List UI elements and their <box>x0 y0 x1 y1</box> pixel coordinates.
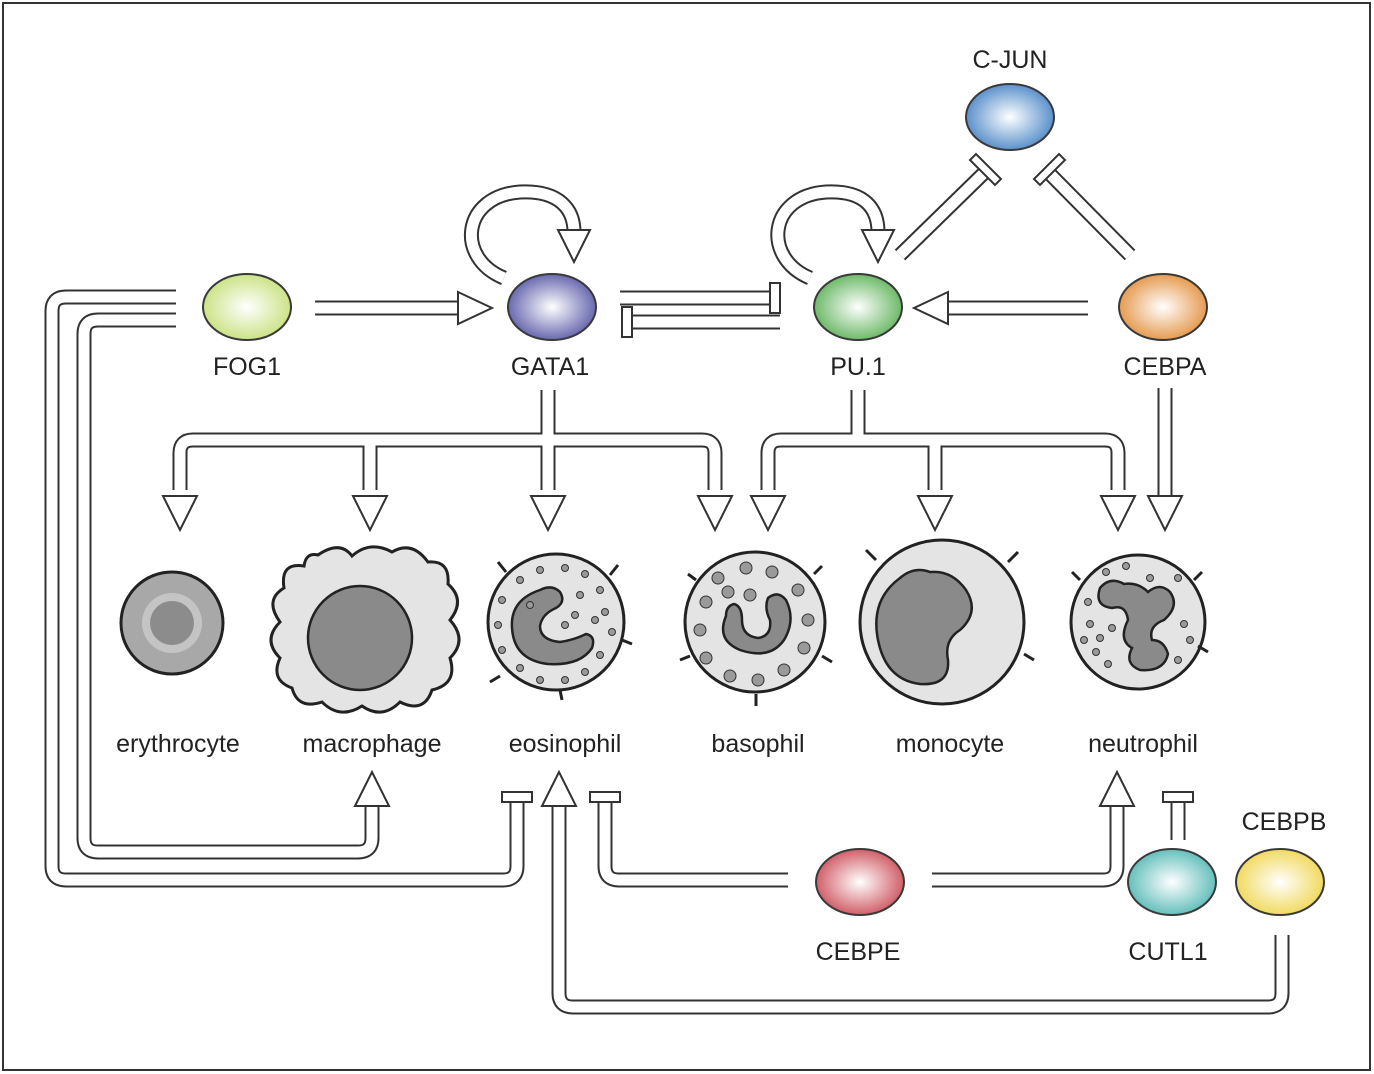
edge-cebpa-pu1 <box>911 290 1088 326</box>
neutrophil-granules <box>1080 562 1194 668</box>
cebpb-node <box>1235 848 1325 916</box>
monocyte-illustration: monocyte <box>858 538 1035 758</box>
edge-cutl1-inhibits-neutrophil <box>1162 791 1194 840</box>
factor-cebpb: CEBPB <box>1235 808 1327 916</box>
factor-cutl1: CUTL1 <box>1127 848 1217 966</box>
eosinophil-granules <box>494 564 616 684</box>
cjun-label: C-JUN <box>973 46 1048 74</box>
basophil-granules <box>693 561 815 687</box>
edge-fog1-gata1 <box>315 290 495 326</box>
factor-cebpe: CEBPE <box>815 848 905 966</box>
edge-pu1-inhibits-cjun <box>894 152 1003 261</box>
neutrophil-label: neutrophil <box>1088 730 1198 758</box>
edge-cebpa-neutrophil <box>1146 388 1184 533</box>
cjun-node <box>965 83 1055 151</box>
factor-fog1: FOG1 <box>202 273 292 381</box>
cutl1-node <box>1127 848 1217 916</box>
edge-cebpe-inhibits-eosinophil <box>589 791 788 888</box>
cebpa-node <box>1118 273 1208 341</box>
edge-cebpe-neutrophil <box>932 769 1136 888</box>
factor-gata1: GATA1 <box>507 273 597 381</box>
edge-pu1-inhibits-gata1 <box>621 306 780 338</box>
fog1-node <box>202 273 292 341</box>
eosinophil-illustration: eosinophil <box>486 552 633 758</box>
cebpa-label: CEBPA <box>1124 353 1207 381</box>
macrophage-label: macrophage <box>303 730 442 758</box>
gata1-label: GATA1 <box>511 353 589 381</box>
cutl1-label: CUTL1 <box>1128 938 1207 966</box>
macrophage-illustration: macrophage <box>269 545 461 758</box>
factor-cebpa: CEBPA <box>1118 273 1208 381</box>
edge-cebpb-eosinophil <box>540 769 1290 1015</box>
edge-pu1-self <box>770 184 896 285</box>
edge-cebpa-inhibits-cjun <box>1032 152 1136 261</box>
basophil-illustration: basophil <box>679 550 833 758</box>
cebpe-node <box>815 848 905 916</box>
factor-pu1: PU.1 <box>813 273 903 381</box>
factor-cjun: C-JUN <box>965 46 1055 151</box>
edge-gata1-self <box>463 184 592 285</box>
cebpb-label: CEBPB <box>1242 808 1327 836</box>
gata1-node <box>507 273 597 341</box>
basophil-label: basophil <box>711 730 804 758</box>
erythrocyte-illustration: erythrocyte <box>116 570 240 758</box>
erythrocyte-label: erythrocyte <box>116 730 240 758</box>
eosinophil-label: eosinophil <box>509 730 622 758</box>
pu1-node <box>813 273 903 341</box>
edge-fog1-inhibits-eosinophil <box>44 289 533 888</box>
fog1-label: FOG1 <box>213 353 281 381</box>
connectors <box>44 152 1290 1015</box>
edge-gata1-tree <box>161 390 734 533</box>
edge-fog1-macrophage <box>76 312 391 860</box>
neutrophil-illustration: neutrophil <box>1069 553 1209 758</box>
pu1-label: PU.1 <box>830 353 886 381</box>
monocyte-label: monocyte <box>896 730 1004 758</box>
cebpe-label: CEBPE <box>816 938 901 966</box>
edge-gata1-inhibits-pu1 <box>620 282 781 314</box>
edge-pu1-tree <box>749 390 1137 533</box>
